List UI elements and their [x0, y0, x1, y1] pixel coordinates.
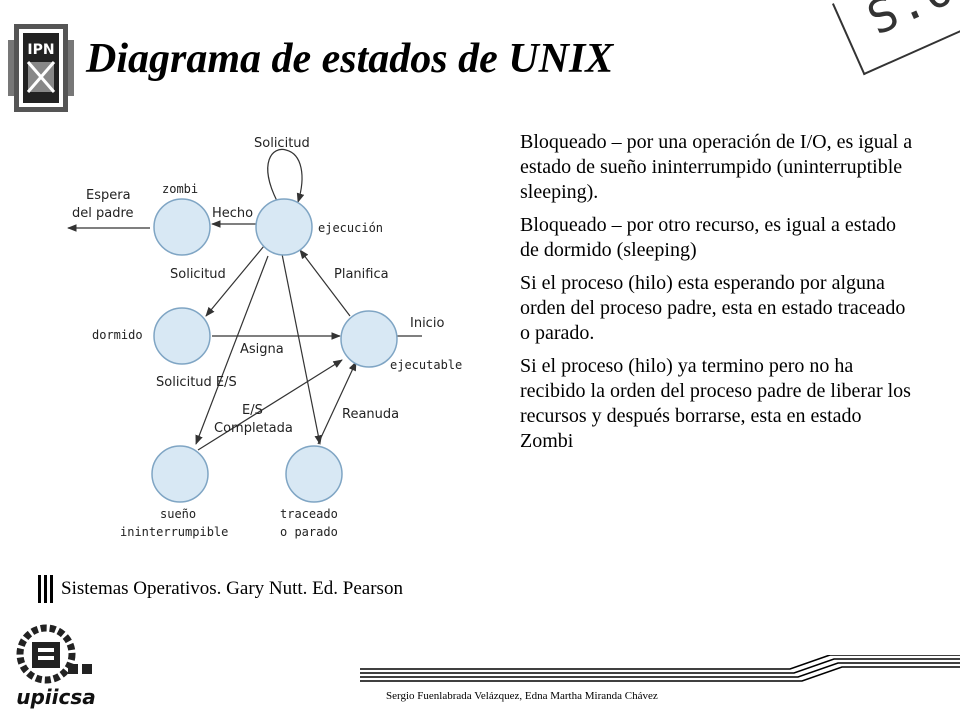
description-paragraph: Bloqueado – por una operación de I/O, es…: [520, 131, 913, 203]
transition-label-espera-2: del padre: [72, 206, 134, 221]
so-stamp: S.O.: [832, 0, 960, 76]
state-zombi: [153, 198, 211, 256]
transition-label-inicio: Inicio: [410, 316, 444, 331]
transition-label-asigna: Asigna: [240, 342, 284, 357]
arrow-ejecutable-ejecucion: [299, 249, 351, 317]
state-label-traceado-1: traceado: [280, 507, 338, 521]
state-label-traceado-2: o parado: [280, 525, 338, 539]
svg-text:IPN: IPN: [27, 42, 54, 58]
arrow-self-loop: [267, 148, 305, 203]
state-dormido: [153, 307, 211, 365]
state-label-sueno-2: ininterrumpible: [120, 525, 228, 539]
so-stamp-text: S.O.: [859, 0, 960, 46]
arrow-ejecucion-sueno: [195, 255, 269, 445]
transition-label-reanuda: Reanuda: [342, 407, 399, 422]
transition-label-es-1: E/S: [242, 403, 263, 418]
state-label-zombi: zombi: [162, 182, 198, 196]
state-description: Bloqueado – por una operación de I/O, es…: [520, 130, 915, 462]
state-ejecucion: [255, 198, 313, 256]
transition-label-solicitud-es: Solicitud E/S: [156, 375, 237, 390]
footer-authors: Sergio Fuenlabrada Velázquez, Edna Marth…: [386, 690, 658, 702]
state-sueno: [151, 445, 209, 503]
arrow-ejecucion-traceado: [281, 253, 323, 445]
figure-caption: Sistemas Operativos. Gary Nutt. Ed. Pear…: [38, 574, 403, 604]
transition-label-planifica: Planifica: [334, 267, 389, 282]
arrow-traceado-ejecutable: [317, 361, 357, 445]
description-paragraph: Si el proceso (hilo) esta esperando por …: [520, 272, 906, 344]
description-paragraph: Si el proceso (hilo) ya termino pero no …: [520, 355, 911, 452]
upiicsa-logo: upiicsa: [16, 624, 96, 709]
state-label-ejecucion: ejecución: [318, 221, 383, 235]
description-paragraph: Bloqueado – por otro recurso, es igual a…: [520, 214, 897, 261]
state-diagram: zombi ejecución dormido ejecutable sueño…: [67, 136, 462, 539]
state-ejecutable: [340, 310, 398, 368]
arrow-sueno-ejecutable: [197, 359, 343, 451]
state-traceado: [285, 445, 343, 503]
transition-label-hecho: Hecho: [212, 206, 253, 221]
caption-bars-icon: [38, 575, 53, 603]
upiicsa-logo-text: upiicsa: [16, 685, 96, 709]
state-label-sueno-1: sueño: [160, 507, 196, 521]
slide-title: Diagrama de estados de UNIX: [86, 36, 614, 82]
transition-label-espera-1: Espera: [86, 188, 131, 203]
ipn-logo: IPN: [8, 24, 74, 112]
transition-label-solicitud-left: Solicitud: [170, 267, 226, 282]
transition-label-es-2: Completada: [214, 421, 293, 436]
state-label-dormido: dormido: [92, 328, 143, 342]
footer-rule: [360, 655, 960, 682]
caption-text: Sistemas Operativos. Gary Nutt. Ed. Pear…: [61, 578, 403, 599]
state-label-ejecutable: ejecutable: [390, 358, 462, 372]
arrow-ejecucion-dormido: [205, 245, 265, 317]
transition-label-solicitud-top: Solicitud: [254, 136, 310, 151]
